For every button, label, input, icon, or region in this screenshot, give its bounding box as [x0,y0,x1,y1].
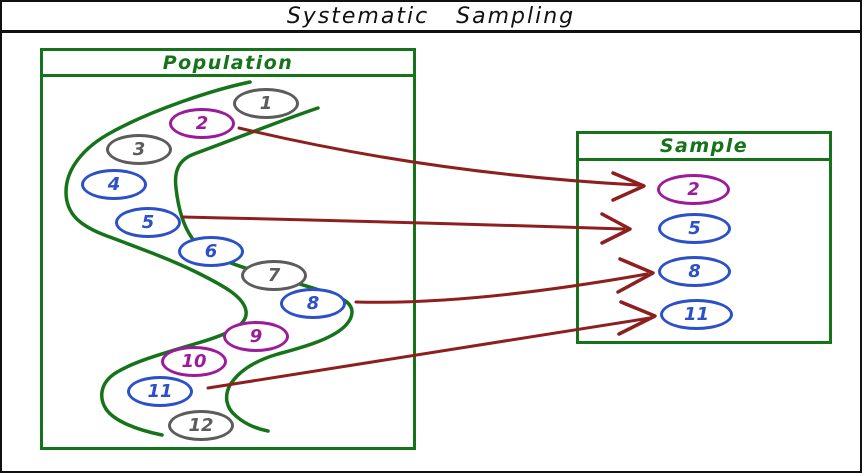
population-label: Population [162,51,294,74]
sample-box: Sample [576,131,832,344]
population-box-header: Population [43,51,413,77]
sample-item-11: 11 [660,299,733,330]
diagram-title: Systematic Sampling [286,3,576,29]
sample-item-8: 8 [658,256,731,287]
title-band: Systematic Sampling [2,2,860,33]
population-item-3: 3 [106,134,172,165]
population-item-1: 1 [233,88,299,119]
population-item-11: 11 [127,376,193,407]
sample-box-header: Sample [579,134,829,161]
population-item-12: 12 [168,410,234,441]
population-item-6: 6 [178,236,244,267]
population-item-10: 10 [161,346,227,377]
sample-item-5: 5 [658,213,731,244]
population-item-7: 7 [241,260,307,291]
sample-item-2: 2 [657,174,730,205]
population-item-8: 8 [280,288,346,319]
population-box: Population [40,48,416,450]
population-item-5: 5 [115,207,181,238]
population-item-4: 4 [81,169,147,200]
population-item-9: 9 [223,321,289,352]
sample-label: Sample [659,135,749,157]
population-item-2: 2 [169,108,235,139]
